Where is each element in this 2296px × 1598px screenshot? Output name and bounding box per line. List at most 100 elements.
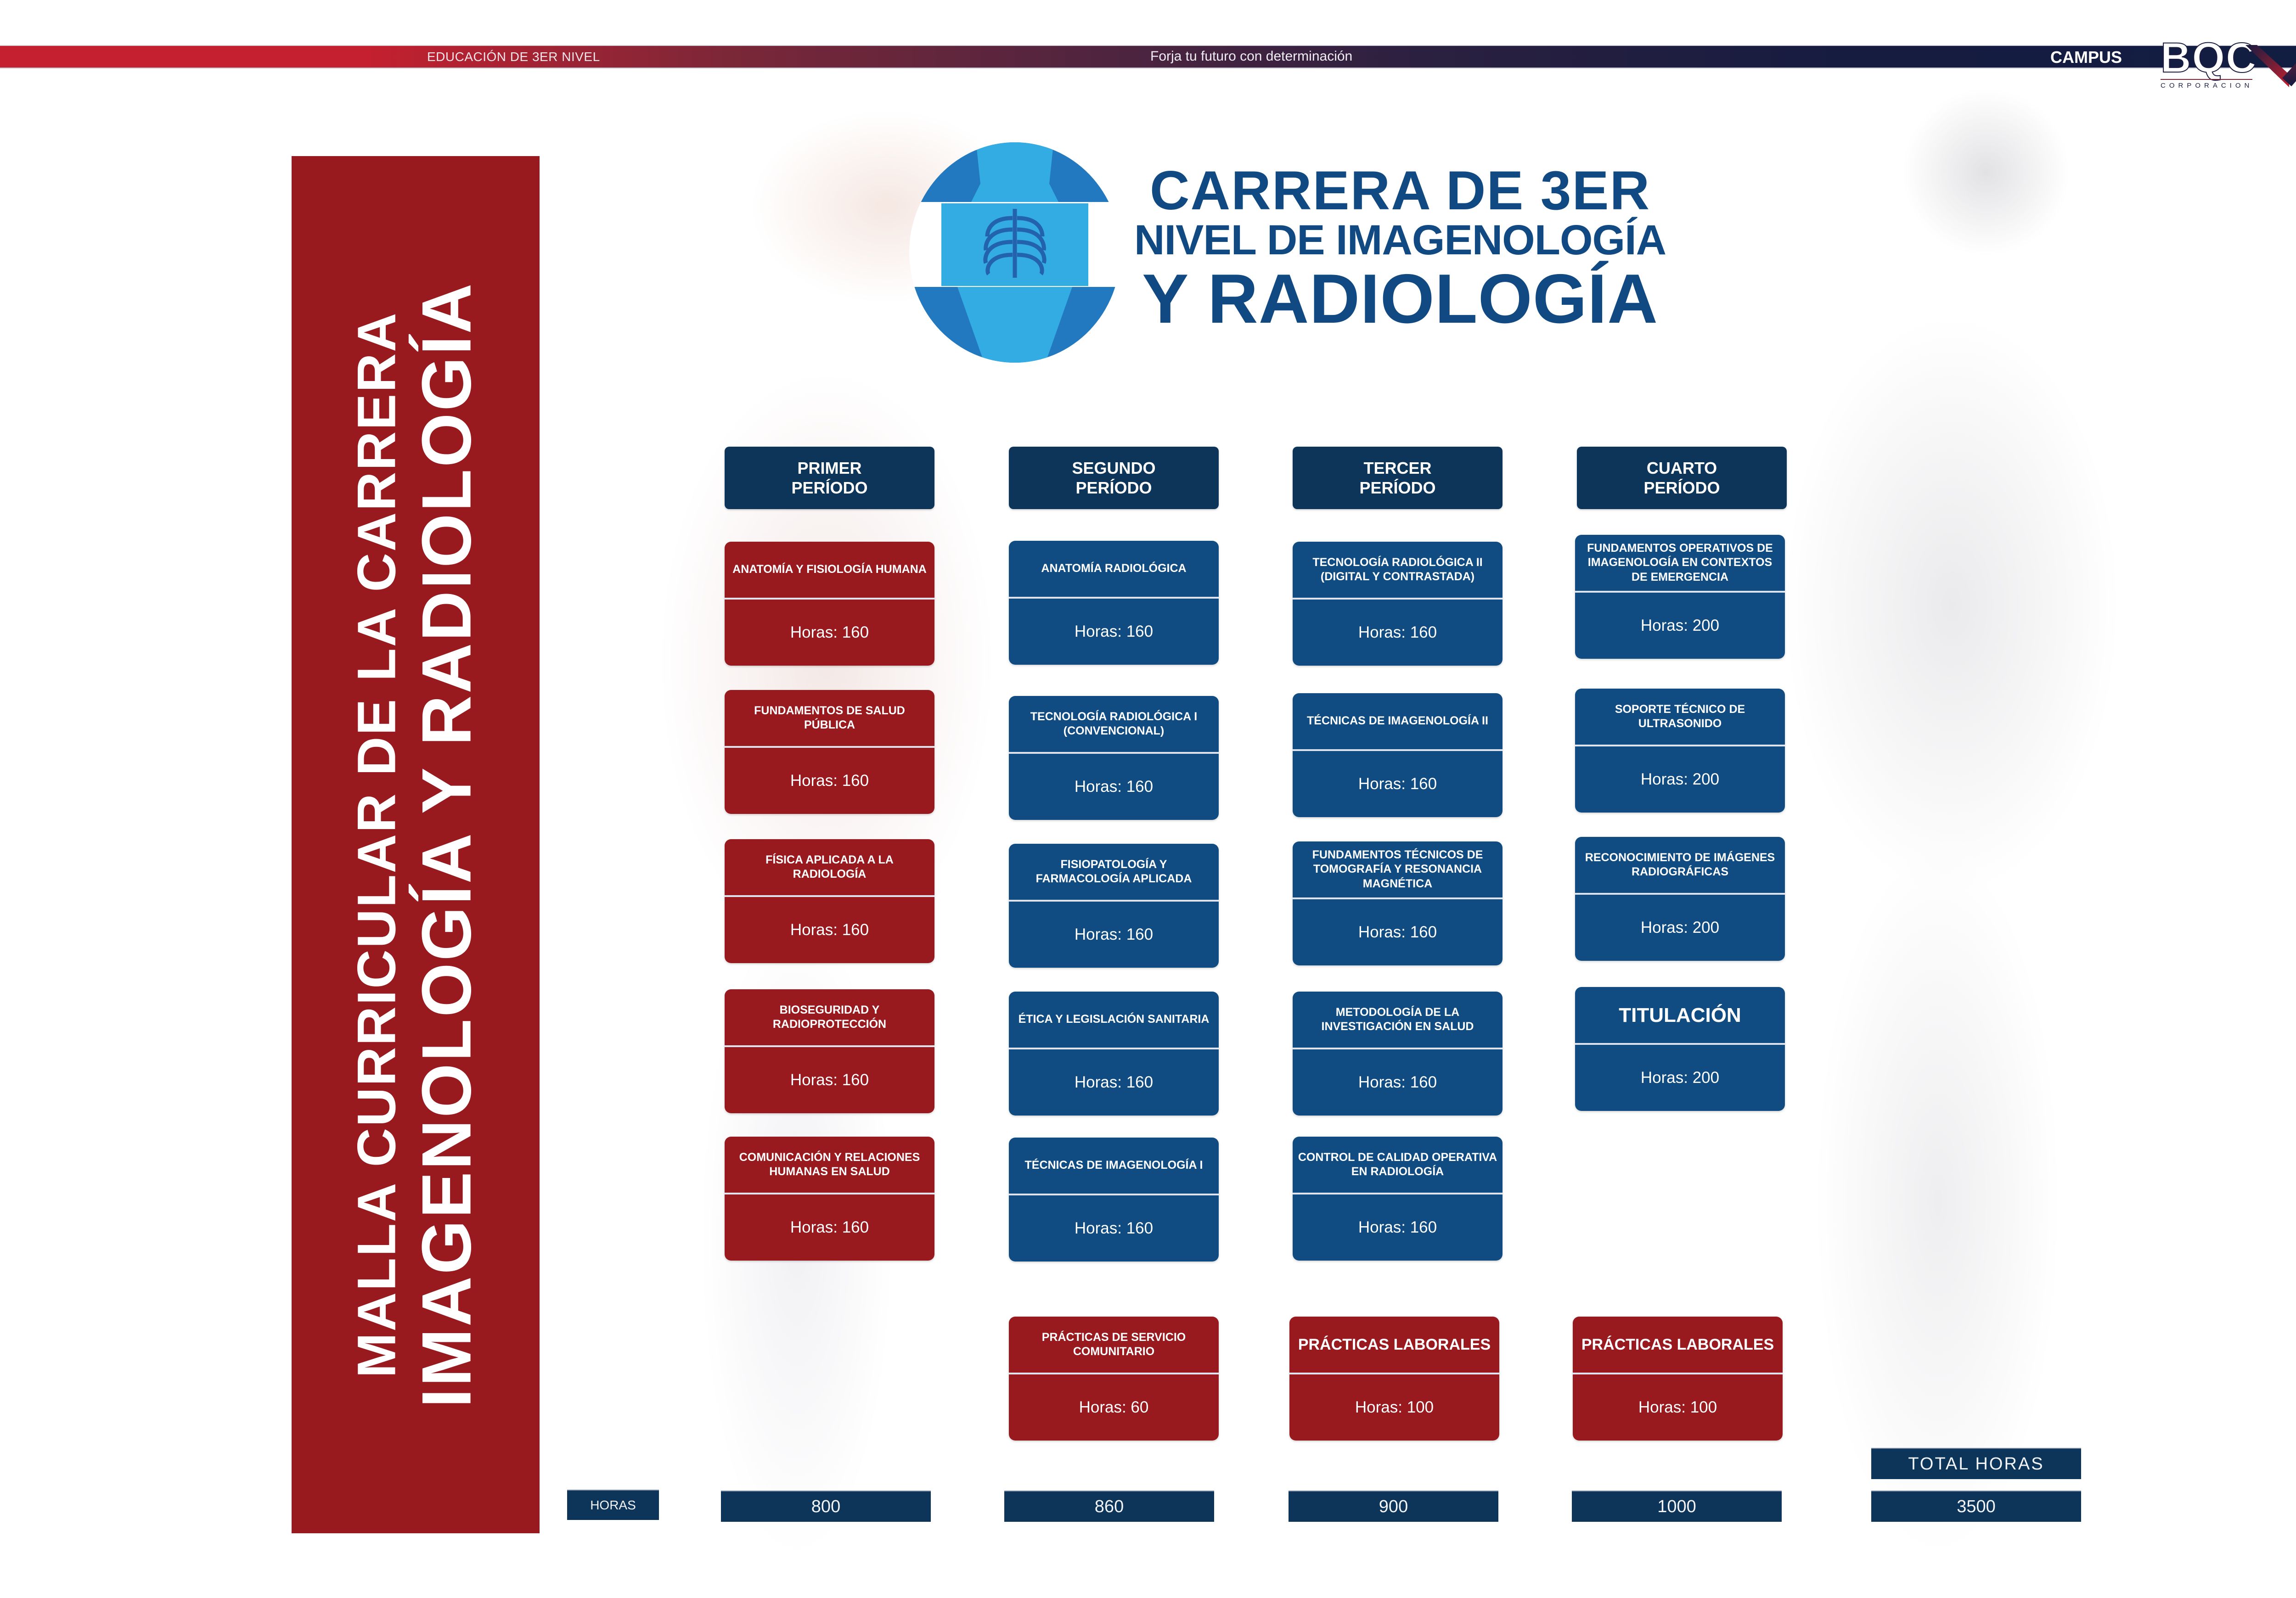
period-header-line1: SEGUNDO: [1072, 458, 1156, 477]
period-header-line2: PERÍODO: [1643, 478, 1720, 497]
course-hours: Horas: 160: [1358, 1073, 1437, 1091]
education-level-label: EDUCACIÓN DE 3ER NIVEL: [427, 50, 600, 64]
course-title: TÉCNICAS DE IMAGENOLOGÍA II: [1293, 693, 1503, 751]
period-header-line2: PERÍODO: [791, 478, 868, 497]
course-card-titulacion: TITULACIÓN Horas: 200: [1575, 987, 1785, 1111]
course-hours: Horas: 60: [1079, 1398, 1149, 1416]
course-hours: Horas: 160: [1074, 1219, 1154, 1237]
program-title: CARRERA DE 3ER NIVEL DE IMAGENOLOGÍA Y R…: [1134, 163, 1666, 336]
total-hours-label: TOTAL HORAS: [1871, 1448, 2081, 1479]
period-4-total-hours: 1000: [1572, 1491, 1782, 1522]
course-title: TÉCNICAS DE IMAGENOLOGÍA I: [1009, 1138, 1219, 1195]
course-card: COMUNICACIÓN Y RELACIONES HUMANAS EN SAL…: [725, 1137, 934, 1261]
course-hours: Horas: 160: [790, 921, 869, 939]
period-header-1: PRIMER PERÍODO: [725, 447, 934, 509]
course-hours: Horas: 200: [1640, 617, 1720, 634]
course-hours: Horas: 200: [1640, 919, 1720, 936]
course-hours: Horas: 100: [1355, 1398, 1434, 1416]
program-title-line2: NIVEL DE IMAGENOLOGÍA: [1134, 217, 1666, 264]
course-title: CONTROL DE CALIDAD OPERATIVA EN RADIOLOG…: [1293, 1137, 1503, 1194]
course-title: PRÁCTICAS DE SERVICIO COMUNITARIO: [1009, 1317, 1219, 1374]
course-card: ANATOMÍA Y FISIOLOGÍA HUMANA Horas: 160: [725, 542, 934, 666]
period-header-3: TERCER PERÍODO: [1293, 447, 1503, 509]
course-card: TÉCNICAS DE IMAGENOLOGÍA I Horas: 160: [1009, 1138, 1219, 1262]
course-hours: Horas: 200: [1640, 1069, 1720, 1087]
program-title-line3: Y RADIOLOGÍA: [1142, 259, 1659, 338]
side-banner-line1: MALLA CURRICULAR DE LA CARRERA: [346, 311, 407, 1378]
course-title: TECNOLOGÍA RADIOLÓGICA I (CONVENCIONAL): [1009, 696, 1219, 754]
course-title: BIOSEGURIDAD Y RADIOPROTECCIÓN: [725, 989, 934, 1047]
course-hours: Horas: 160: [1358, 1218, 1437, 1236]
course-card: ANATOMÍA RADIOLÓGICA Horas: 160: [1009, 541, 1219, 665]
course-hours: Horas: 160: [790, 1071, 869, 1089]
chest-xray-icon: [909, 142, 1120, 363]
period-1-total-hours: 800: [721, 1491, 931, 1522]
hours-row-label: HORAS: [567, 1490, 659, 1520]
course-card: SOPORTE TÉCNICO DE ULTRASONIDO Horas: 20…: [1575, 689, 1785, 813]
course-title: PRÁCTICAS LABORALES: [1289, 1317, 1499, 1374]
course-card: FISIOPATOLOGÍA Y FARMACOLOGÍA APLICADA H…: [1009, 844, 1219, 968]
course-hours: Horas: 160: [1358, 775, 1437, 793]
period-2-total-hours: 860: [1004, 1491, 1214, 1522]
campus-label: CAMPUS: [2050, 48, 2122, 67]
course-title: ANATOMÍA RADIOLÓGICA: [1009, 541, 1219, 599]
course-hours: Horas: 200: [1640, 770, 1720, 788]
course-title: ÉTICA Y LEGISLACIÓN SANITARIA: [1009, 992, 1219, 1049]
course-title: RECONOCIMIENTO DE IMÁGENES RADIOGRÁFICAS: [1575, 837, 1785, 895]
course-title: FÍSICA APLICADA A LA RADIOLOGÍA: [725, 839, 934, 897]
course-hours: Horas: 160: [1358, 923, 1437, 941]
course-card: FUNDAMENTOS OPERATIVOS DE IMAGENOLOGÍA E…: [1575, 535, 1785, 659]
course-card: TECNOLOGÍA RADIOLÓGICA I (CONVENCIONAL) …: [1009, 696, 1219, 820]
course-title: FISIOPATOLOGÍA Y FARMACOLOGÍA APLICADA: [1009, 844, 1219, 902]
period-3-total-hours: 900: [1289, 1491, 1498, 1522]
course-card: TECNOLOGÍA RADIOLÓGICA II (DIGITAL Y CON…: [1293, 542, 1503, 666]
course-card: FUNDAMENTOS TÉCNICOS DE TOMOGRAFÍA Y RES…: [1293, 841, 1503, 965]
course-title: ANATOMÍA Y FISIOLOGÍA HUMANA: [725, 542, 934, 600]
course-card: CONTROL DE CALIDAD OPERATIVA EN RADIOLOG…: [1293, 1137, 1503, 1261]
period-header-line2: PERÍODO: [1075, 478, 1152, 497]
course-hours: Horas: 160: [1074, 622, 1154, 640]
course-hours: Horas: 100: [1638, 1398, 1717, 1416]
course-hours: Horas: 160: [1358, 623, 1437, 641]
course-card: METODOLOGÍA DE LA INVESTIGACIÓN EN SALUD…: [1293, 992, 1503, 1116]
course-card: RECONOCIMIENTO DE IMÁGENES RADIOGRÁFICAS…: [1575, 837, 1785, 961]
practicum-card: PRÁCTICAS LABORALES Horas: 100: [1573, 1317, 1783, 1441]
practicum-card: PRÁCTICAS DE SERVICIO COMUNITARIO Horas:…: [1009, 1317, 1219, 1441]
course-title: COMUNICACIÓN Y RELACIONES HUMANAS EN SAL…: [725, 1137, 934, 1194]
curriculum-side-banner: MALLA CURRICULAR DE LA CARRERA IMAGENOLO…: [292, 156, 540, 1533]
course-title: PRÁCTICAS LABORALES: [1573, 1317, 1783, 1374]
course-title: METODOLOGÍA DE LA INVESTIGACIÓN EN SALUD: [1293, 992, 1503, 1049]
course-card: FÍSICA APLICADA A LA RADIOLOGÍA Horas: 1…: [725, 839, 934, 963]
course-card: TÉCNICAS DE IMAGENOLOGÍA II Horas: 160: [1293, 693, 1503, 817]
course-title: TITULACIÓN: [1575, 987, 1785, 1045]
course-hours: Horas: 160: [790, 772, 869, 790]
brand-subtitle: CORPORACION: [2161, 79, 2252, 90]
course-card: ÉTICA Y LEGISLACIÓN SANITARIA Horas: 160: [1009, 992, 1219, 1116]
period-header-4: CUARTO PERÍODO: [1577, 447, 1787, 509]
course-title: FUNDAMENTOS DE SALUD PÚBLICA: [725, 690, 934, 748]
tagline: Forja tu futuro con determinación: [1150, 49, 1353, 64]
course-hours: Horas: 160: [1074, 925, 1154, 943]
zigzag-ribbon-icon: [2245, 45, 2296, 87]
course-hours: Horas: 160: [790, 1218, 869, 1236]
course-title: FUNDAMENTOS TÉCNICOS DE TOMOGRAFÍA Y RES…: [1293, 841, 1503, 899]
course-hours: Horas: 160: [1074, 778, 1154, 796]
bqc-corporation-logo: BQC CORPORACION: [2160, 28, 2257, 90]
period-header-line2: PERÍODO: [1359, 478, 1436, 497]
course-title: SOPORTE TÉCNICO DE ULTRASONIDO: [1575, 689, 1785, 746]
period-header-line1: CUARTO: [1646, 458, 1717, 477]
period-header-2: SEGUNDO PERÍODO: [1009, 447, 1219, 509]
total-hours-value: 3500: [1871, 1491, 2081, 1522]
top-banner-stripe: EDUCACIÓN DE 3ER NIVEL Forja tu futuro c…: [0, 45, 2296, 68]
course-card: BIOSEGURIDAD Y RADIOPROTECCIÓN Horas: 16…: [725, 989, 934, 1113]
course-hours: Horas: 160: [1074, 1073, 1154, 1091]
course-title: FUNDAMENTOS OPERATIVOS DE IMAGENOLOGÍA E…: [1575, 535, 1785, 593]
program-title-line1: CARRERA DE 3ER: [1149, 160, 1651, 221]
practicum-card: PRÁCTICAS LABORALES Horas: 100: [1289, 1317, 1499, 1441]
brand-name: BQC: [2160, 34, 2257, 81]
period-header-line1: PRIMER: [797, 458, 862, 477]
side-banner-line2: IMAGENOLOGÍA Y RADIOLOGÍA: [407, 281, 486, 1408]
course-title: TECNOLOGÍA RADIOLÓGICA II (DIGITAL Y CON…: [1293, 542, 1503, 600]
period-header-line1: TERCER: [1363, 458, 1432, 477]
course-card: FUNDAMENTOS DE SALUD PÚBLICA Horas: 160: [725, 690, 934, 814]
